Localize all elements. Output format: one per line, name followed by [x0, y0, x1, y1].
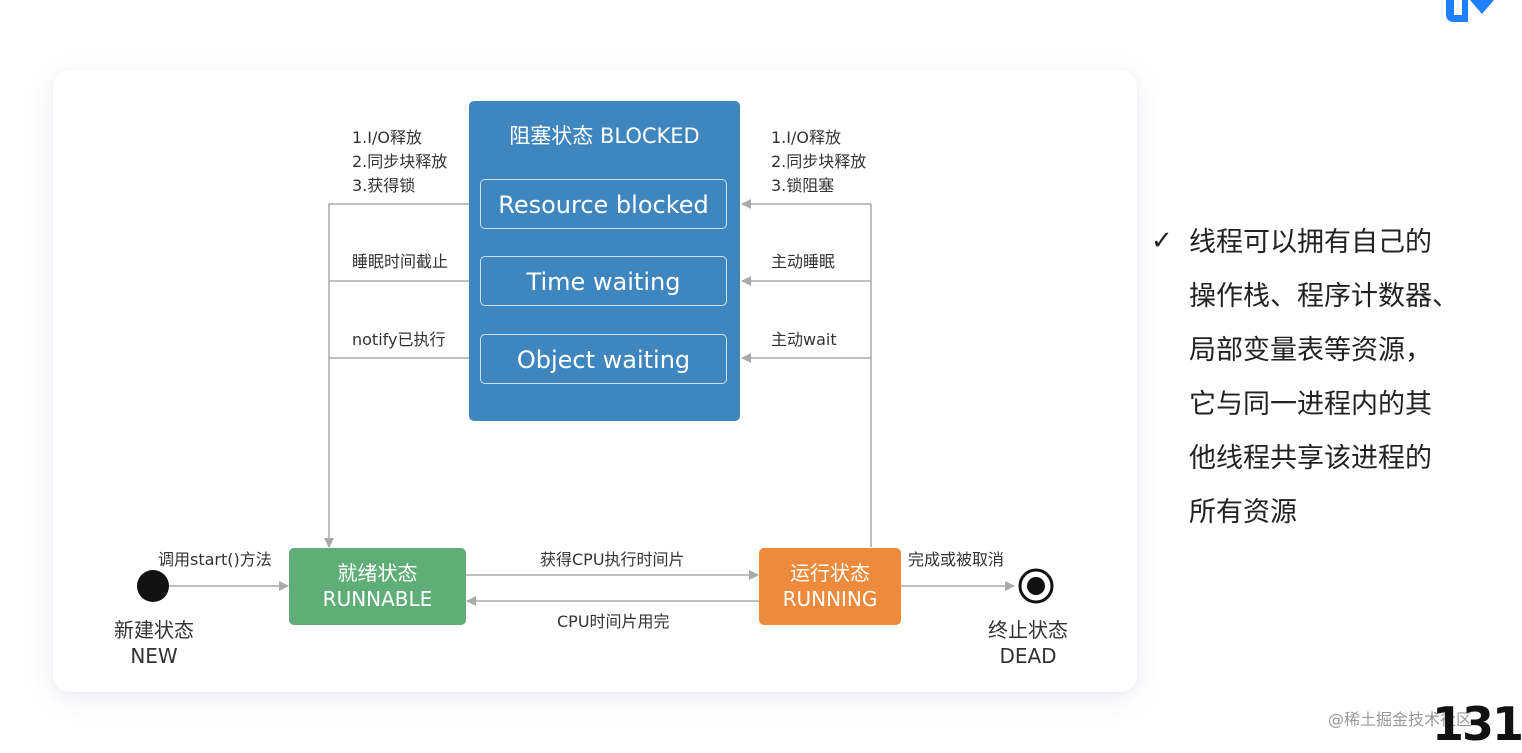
- label-left-release-3: 3.获得锁: [352, 176, 416, 195]
- substate-resource-blocked: Resource blocked: [480, 179, 727, 229]
- label-finish: 完成或被取消: [908, 550, 1005, 569]
- checkmark-icon: ✓: [1151, 226, 1173, 256]
- side-note-line: 他线程共享该进程的: [1189, 443, 1432, 474]
- label-sleep-end: 睡眠时间截止: [352, 252, 449, 271]
- running-state-cn: 运行状态: [790, 561, 870, 585]
- running-state-en: RUNNING: [782, 587, 878, 611]
- blocked-state-title: 阻塞状态 BLOCKED: [509, 124, 700, 148]
- label-left-release-1: 1.I/O释放: [352, 128, 422, 147]
- label-left-release-2: 2.同步块释放: [352, 152, 448, 171]
- dead-state-dot: [1027, 577, 1045, 595]
- side-note-line: 所有资源: [1189, 497, 1297, 528]
- label-right-block-1: 1.I/O释放: [771, 128, 841, 147]
- label-right-block-3: 3.锁阻塞: [771, 176, 835, 195]
- page-number: 131: [1432, 697, 1522, 751]
- side-note-line: 线程可以拥有自己的: [1189, 227, 1432, 258]
- dead-state-en: DEAD: [999, 644, 1057, 668]
- brand-logo-icon: [1446, 0, 1494, 22]
- side-note-line: 局部变量表等资源，: [1189, 335, 1432, 366]
- label-cpu-used: CPU时间片用完: [557, 612, 670, 631]
- label-get-cpu: 获得CPU执行时间片: [540, 550, 685, 569]
- line-resource-to-runnable: [324, 203, 469, 548]
- runnable-state-cn: 就绪状态: [337, 561, 418, 585]
- blocked-state-box: [469, 101, 740, 421]
- side-note-line: 操作栈、程序计数器、: [1189, 281, 1459, 312]
- side-note: 线程可以拥有自己的 操作栈、程序计数器、 局部变量表等资源， 它与同一进程内的其…: [1189, 216, 1489, 540]
- substate-object-waiting: Object waiting: [480, 334, 727, 384]
- label-right-block-2: 2.同步块释放: [771, 152, 867, 171]
- runnable-state-en: RUNNABLE: [322, 587, 433, 611]
- dead-state-cn: 终止状态: [988, 618, 1068, 642]
- side-note-line: 它与同一进程内的其: [1189, 389, 1432, 420]
- label-wait: 主动wait: [771, 330, 837, 349]
- substate-time-waiting: Time waiting: [480, 256, 727, 306]
- label-sleep: 主动睡眠: [771, 252, 836, 271]
- label-notify: notify已执行: [352, 330, 446, 349]
- new-state-cn: 新建状态: [114, 618, 194, 642]
- watermark: @稀土掘金技术社区: [1328, 710, 1473, 729]
- runnable-state-box: 就绪状态 RUNNABLE: [289, 548, 466, 625]
- label-start: 调用start()方法: [158, 550, 272, 569]
- new-state-dot: [137, 570, 169, 602]
- new-state-en: NEW: [130, 644, 178, 668]
- running-state-box: 运行状态 RUNNING: [759, 548, 901, 625]
